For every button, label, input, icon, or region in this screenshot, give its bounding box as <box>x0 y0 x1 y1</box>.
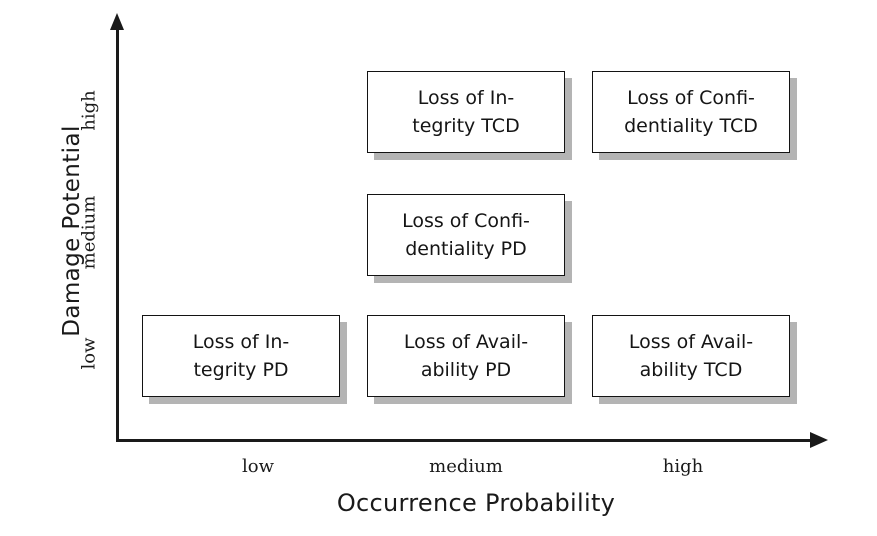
x-axis-line <box>116 439 814 442</box>
risk-box-availability-tcd[interactable]: Loss of Avail- ability TCD <box>592 315 790 397</box>
risk-box-line-1: Loss of Confi- <box>627 86 755 109</box>
y-tick-label-medium: medium <box>78 195 100 270</box>
y-axis-arrow-icon <box>110 13 124 30</box>
risk-box-line-1: Loss of In- <box>192 330 290 353</box>
risk-box-integrity-pd[interactable]: Loss of In- tegrity PD <box>142 315 340 397</box>
risk-box-line-2: dentiality PD <box>405 237 527 260</box>
x-axis-arrow-icon <box>810 432 828 448</box>
y-tick-label-high: high <box>78 90 100 131</box>
risk-box-line-2: dentiality TCD <box>624 114 758 137</box>
y-axis-line <box>116 26 119 442</box>
risk-box-line-1: Loss of Avail- <box>403 330 529 353</box>
risk-box-confidentiality-pd[interactable]: Loss of Confi- dentiality PD <box>367 194 565 276</box>
risk-box-confidentiality-tcd[interactable]: Loss of Confi- dentiality TCD <box>592 71 790 153</box>
y-tick-label-low: low <box>78 337 100 370</box>
risk-box-line-1: Loss of Confi- <box>402 209 530 232</box>
risk-box-line-2: ability TCD <box>639 358 743 381</box>
risk-box-line-2: tegrity TCD <box>412 114 520 137</box>
x-tick-label-high: high <box>662 456 704 477</box>
risk-box-integrity-tcd[interactable]: Loss of In- tegrity TCD <box>367 71 565 153</box>
risk-box-line-1: Loss of Avail- <box>628 330 754 353</box>
x-tick-label-medium: medium <box>429 456 503 477</box>
risk-box-line-2: tegrity PD <box>193 358 289 381</box>
risk-box-line-2: ability PD <box>420 358 512 381</box>
risk-box-line-1: Loss of In- <box>417 86 515 109</box>
x-axis-title: Occurrence Probability <box>336 489 616 517</box>
risk-box-availability-pd[interactable]: Loss of Avail- ability PD <box>367 315 565 397</box>
x-tick-label-low: low <box>241 456 274 477</box>
